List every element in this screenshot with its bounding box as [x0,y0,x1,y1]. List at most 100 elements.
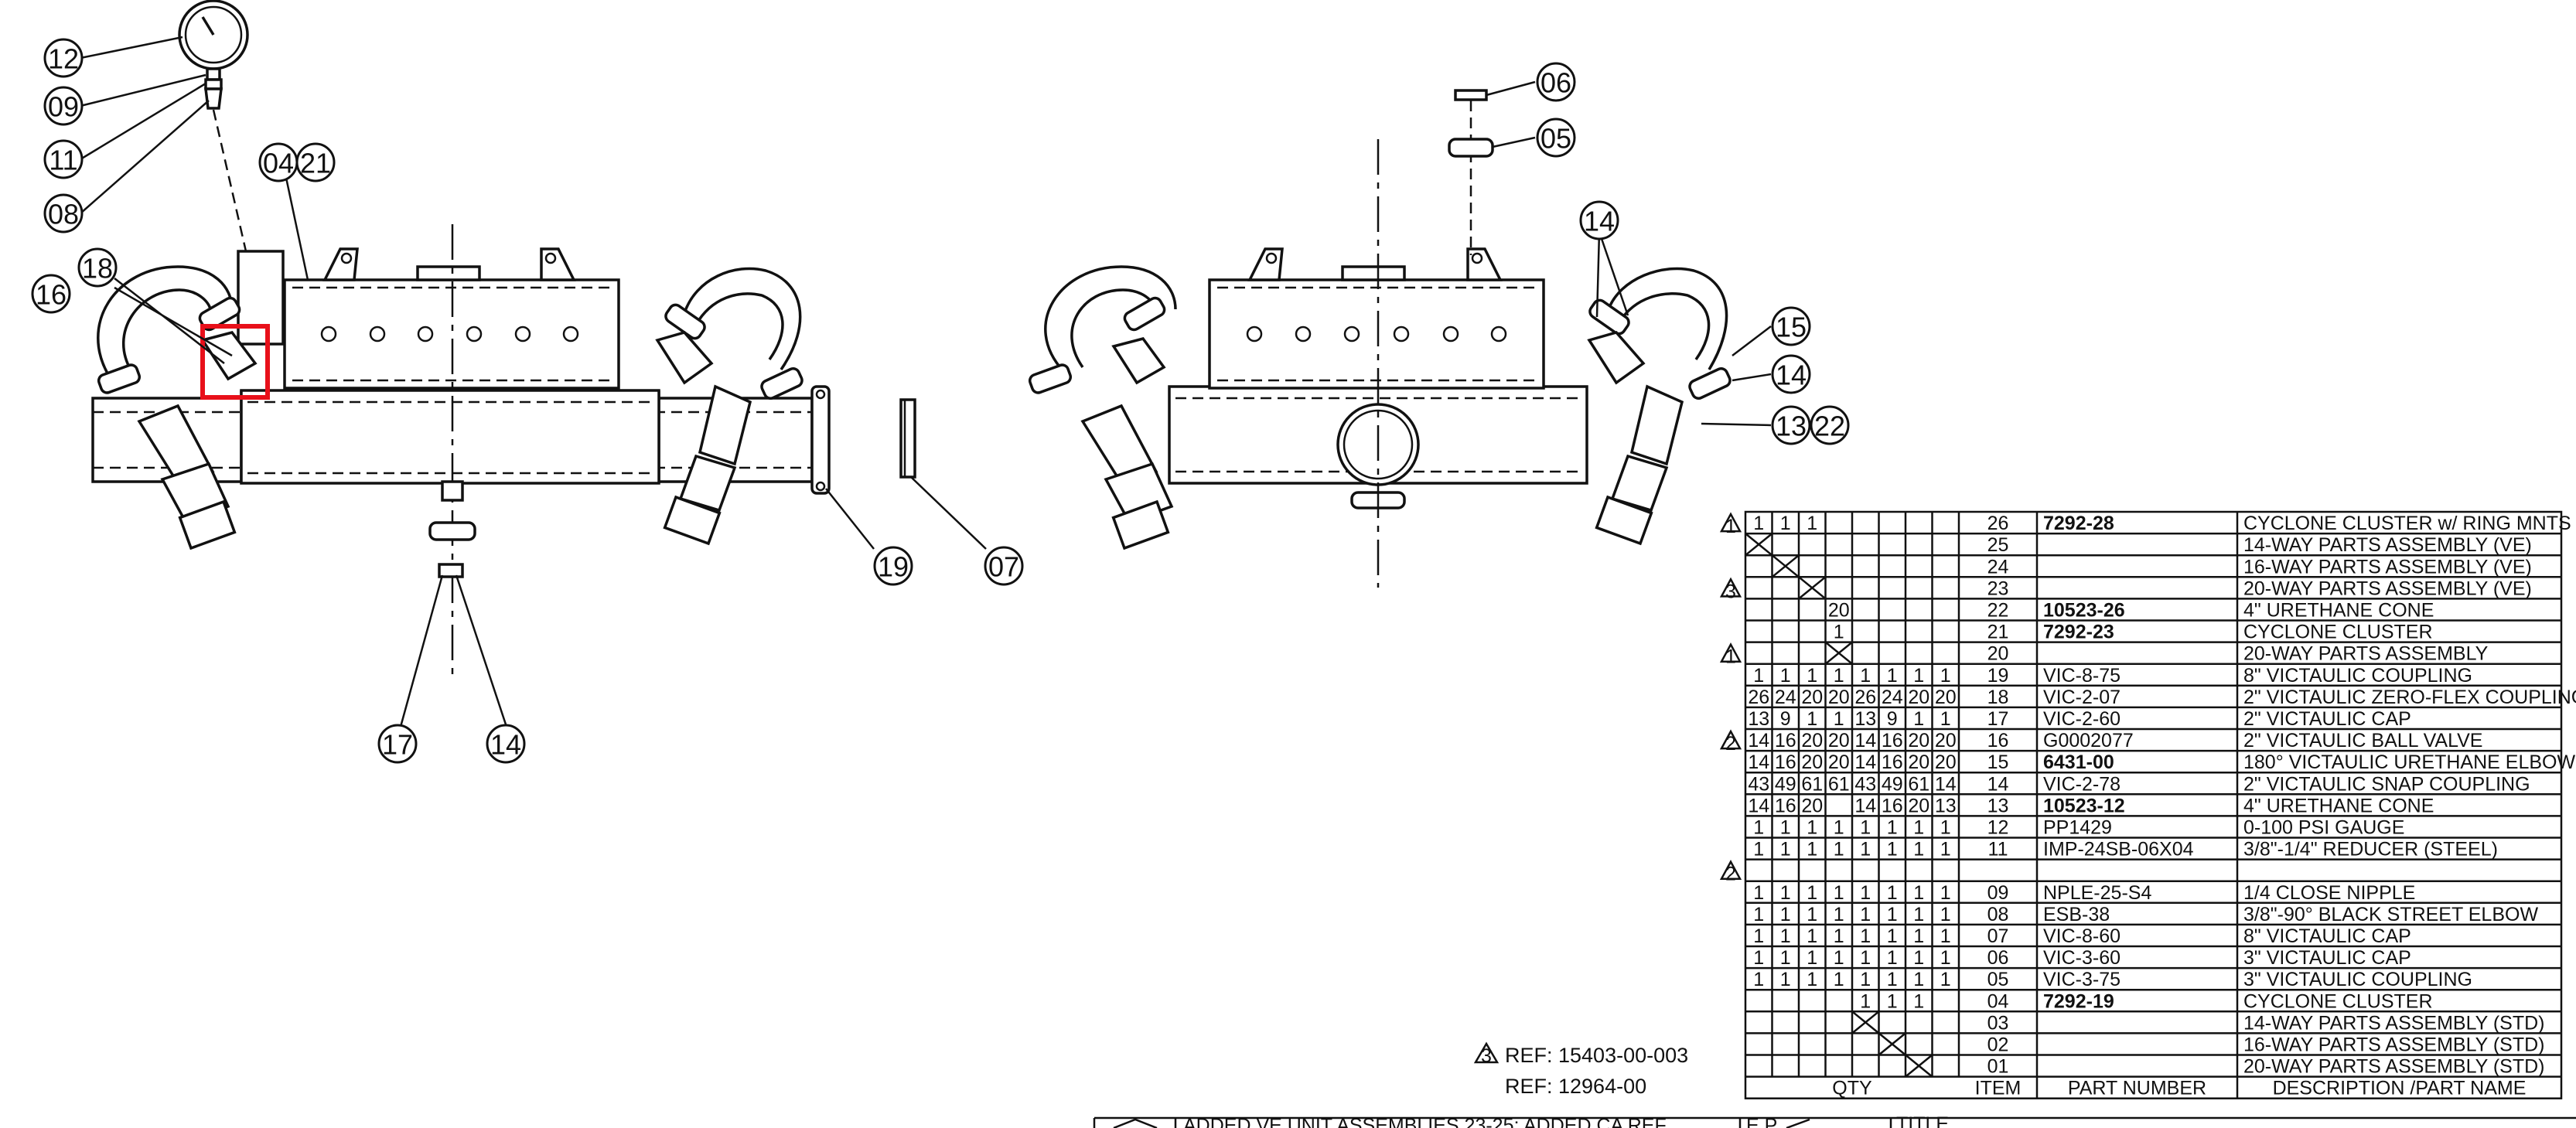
bom-qty-cell: 26 [1748,687,1769,708]
gauge-needle [201,16,215,36]
bom-description: 3" VICTAULIC COUPLING [2243,969,2472,990]
bom-part-number: 7292-23 [2043,622,2114,643]
bom-item-number: 21 [1987,622,2009,643]
bom-qty-cell: 1 [1834,947,1844,969]
bom-qty-cell: 1 [1753,969,1764,990]
bom-qty-cell: 49 [1882,773,1903,795]
bom-item-number: 16 [1987,730,2009,751]
balloon-19: 19 [873,546,913,586]
bom-qty-cell: 1 [1940,708,1951,730]
right-lug-b [1466,247,1503,281]
bom-qty-cell: 1 [1780,947,1791,969]
revision-block: ADDED VE UNIT ASSEMBLIES 23-25; ADDED CA… [1093,1113,2576,1128]
bom-qty-cell: 13 [1854,708,1876,730]
bom-qty-cell: 1 [1860,839,1871,860]
bom-qty-cell: 1 [1887,925,1898,947]
gauge-nipple-09 [206,67,221,81]
balloon-09: 09 [43,86,84,126]
rev-number: 3 [1725,581,1736,602]
bom-qty-cell: 14 [1935,773,1957,795]
bom-part-number: VIC-3-75 [2043,969,2121,990]
left-end-bolt-bottom [815,481,826,492]
bom-qty-cell: 20 [1801,751,1823,773]
bom-qty-cell: 1 [1807,839,1817,860]
bom-item-number: 04 [1987,990,2009,1012]
right-valve-16 [655,331,714,385]
bom-description: 180° VICTAULIC URETHANE ELBOW [2243,751,2575,773]
bom-qty-cell: 1 [1913,816,1924,838]
bom-qty-cell: 20 [1935,687,1957,708]
bom-qty-cell: 1 [1834,622,1844,643]
bom-description: 14-WAY PARTS ASSEMBLY (VE) [2243,534,2532,556]
balloon-11: 11 [43,139,84,179]
rev-triangle [1719,642,1742,663]
right-cone-tip [663,495,722,546]
coupling-l3 [664,303,706,340]
bom-qty-cell: 61 [1828,773,1850,795]
bom-qty-cell: 1 [1834,904,1844,925]
bom-qty-cell: 16 [1775,730,1796,751]
svg-text:16: 16 [36,279,67,311]
bom-description: 3/8"-1/4" REDUCER (STEEL) [2243,839,2498,860]
bom-part-number: NPLE-25-S4 [2043,882,2151,904]
bom-qty-cell: 20 [1908,730,1929,751]
bom-qty-cell: 1 [1834,925,1844,947]
balloon-13: 13 [1771,405,1811,445]
svg-text:07: 07 [988,551,1019,583]
highlight-box[interactable] [200,324,270,400]
bom-header-item: ITEM [1975,1078,2022,1099]
svg-text:14: 14 [1776,360,1807,391]
bom-qty-cell: 1 [1834,882,1844,904]
bom-item-number: 07 [1987,925,2009,947]
rev-triangle-ref [1473,1041,1500,1064]
ref-1: REF: 15403-00-003 [1505,1044,1688,1067]
bom-item-number: 20 [1987,643,2009,665]
bom-part-number: IMP-24SB-06X04 [2043,839,2194,860]
cap-06 [1454,89,1488,101]
bom-qty-cell: 24 [1882,687,1903,708]
bom-part-number: 7292-19 [2043,990,2114,1012]
bom-item-number: 19 [1987,665,2009,687]
bom-qty-cell: 1 [1753,513,1764,534]
bom-description: 8" VICTAULIC COUPLING [2243,665,2472,687]
bom-description: 0-100 PSI GAUGE [2243,816,2404,838]
bom-item-number: 18 [1987,687,2009,708]
bom-qty-cell: 1 [1753,925,1764,947]
rev-triangle [1719,859,1742,880]
bom-qty-cell: 1 [1807,665,1817,687]
bom-qty-cell: 1 [1753,816,1764,838]
bom-qty-cell: 1 [1913,882,1924,904]
bom-qty-cell: 20 [1801,730,1823,751]
bom-header-part: PART NUMBER [2068,1078,2206,1099]
bom-qty-cell: 1 [1887,947,1898,969]
bom-na-cross [1878,1032,1906,1056]
bom-qty-cell: 26 [1854,687,1876,708]
bom-item-number: 02 [1987,1034,2009,1055]
bom-qty-cell: 1 [1860,925,1871,947]
bom-item-number: 17 [1987,708,2009,730]
balloon-14-left: 14 [486,724,526,764]
bom-part-number: VIC-8-60 [2043,925,2121,947]
bom-description: CYCLONE CLUSTER w/ RING MNTS [2243,513,2571,534]
gauge-riser [237,250,285,346]
bom-qty-cell: 14 [1748,751,1769,773]
bom-qty-cell: 43 [1748,773,1769,795]
gauge-hidden-line [212,109,247,252]
bom-description: 3/8"-90° BLACK STREET ELBOW [2243,904,2538,925]
bom-qty-cell: 1 [1913,665,1924,687]
svg-text:04: 04 [263,148,294,179]
bom-qty-cell: 1 [1887,969,1898,990]
svg-text:09: 09 [48,91,79,123]
bom-qty-cell: 20 [1908,795,1929,816]
svg-text:3: 3 [1481,1045,1492,1067]
bom-header-qty: QTY [1832,1078,1872,1099]
bom-qty-cell: 1 [1860,904,1871,925]
bom-frame [1744,510,2563,1099]
rev-number: 1 [1725,646,1736,668]
bom-qty-cell: 1 [1940,816,1951,838]
bom-qty-cell: 1 [1940,925,1951,947]
right-top-port [1341,265,1406,281]
bom-qty-cell: 1 [1753,882,1764,904]
bom-description: 2" VICTAULIC SNAP COUPLING [2243,773,2530,795]
bom-qty-cell: 1 [1780,513,1791,534]
